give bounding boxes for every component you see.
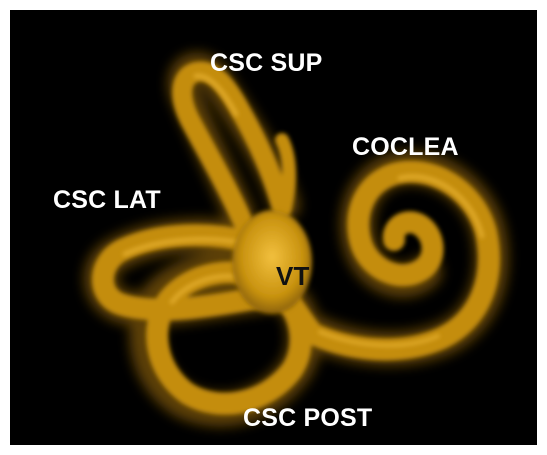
label-vt: VT — [276, 263, 310, 289]
label-csc-lat: CSC LAT — [53, 188, 161, 213]
label-coclea: COCLEA — [352, 135, 459, 160]
label-csc-post: CSC POST — [243, 406, 372, 431]
image-panel: CSC SUP COCLEA CSC LAT VT CSC POST — [10, 10, 537, 445]
label-csc-sup: CSC SUP — [210, 51, 323, 76]
